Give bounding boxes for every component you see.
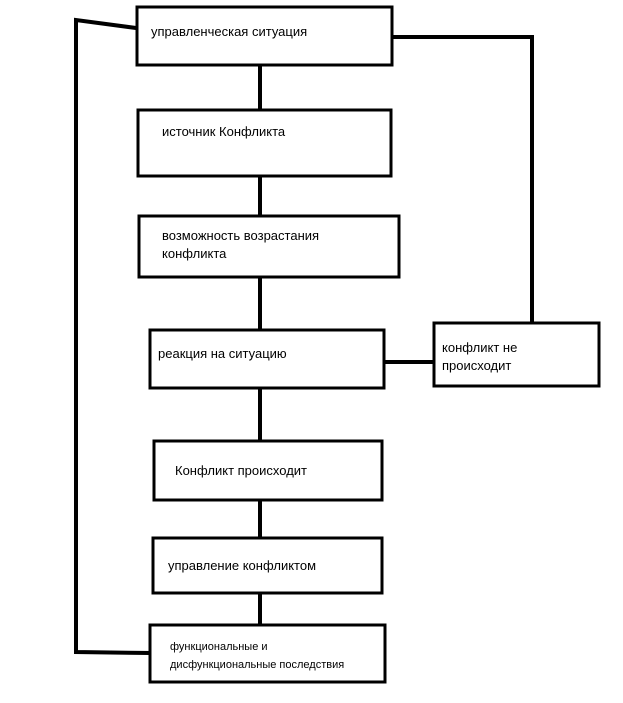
label-conflict-management: управление конфликтом <box>168 558 316 573</box>
node-reaction <box>148 328 386 390</box>
node-management-situation <box>135 5 394 67</box>
label-no-conflict-line-2: происходит <box>442 358 511 373</box>
node-conflict-source <box>136 108 393 178</box>
node-conflict-occurs <box>152 439 384 502</box>
label-escalation-line-1: возможность возрастания <box>162 228 319 243</box>
label-conflict-occurs: Конфликт происходит <box>175 463 307 478</box>
label-reaction: реакция на ситуацию <box>158 346 287 361</box>
node-no-conflict <box>432 321 601 388</box>
label-consequences-line-1: функциональные и <box>170 641 268 653</box>
label-conflict-source: источник Конфликта <box>162 124 286 139</box>
label-management-situation: управленческая ситуация <box>151 24 307 39</box>
label-no-conflict-line-1: конфликт не <box>442 340 517 355</box>
edge-feedback-loop <box>74 17 153 656</box>
connectors <box>74 17 534 656</box>
nodes <box>135 5 601 684</box>
node-conflict-management <box>151 536 384 595</box>
node-escalation-possibility <box>137 214 401 279</box>
labels: управленческая ситуация источник Конфлик… <box>151 24 517 671</box>
label-consequences-line-2: дисфункциональные последствия <box>170 659 344 671</box>
edge-situation-to-no-conflict <box>390 35 534 325</box>
node-consequences <box>148 623 387 684</box>
label-escalation-line-2: конфликта <box>162 246 227 261</box>
